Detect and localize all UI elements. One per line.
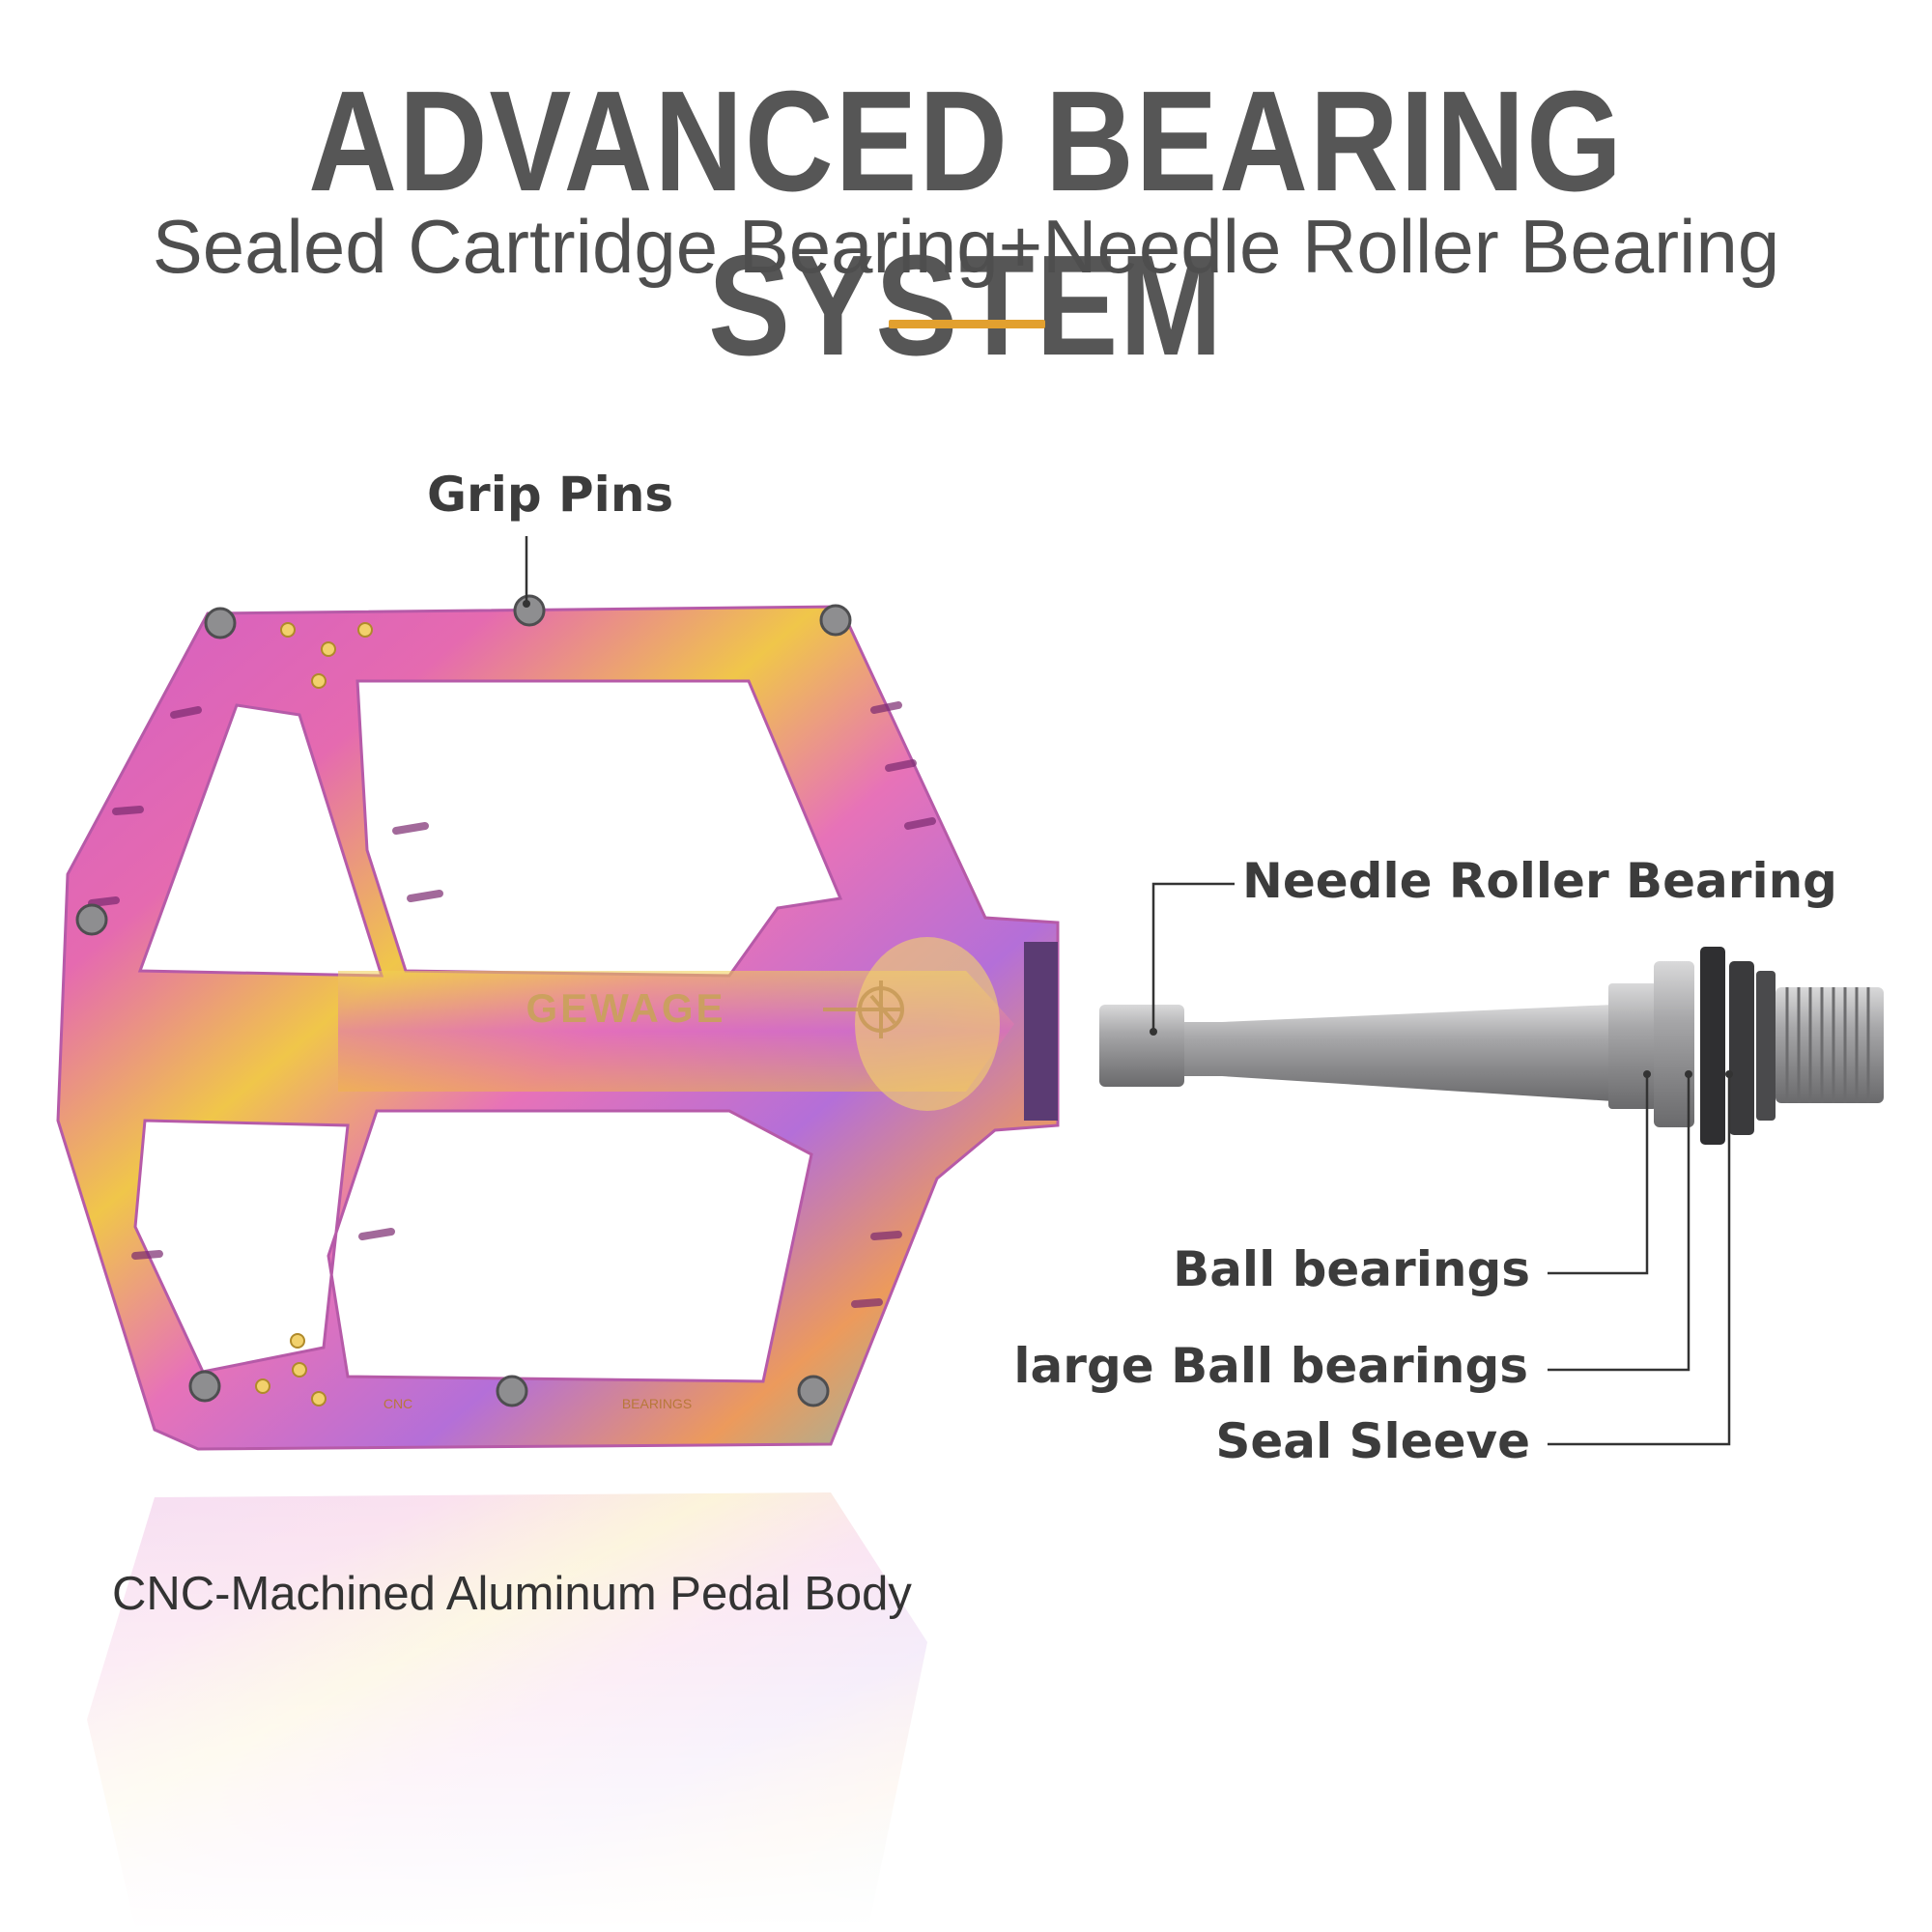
grip-pin: [819, 604, 852, 637]
pedal-spindle: [1099, 947, 1884, 1145]
accent-divider: [889, 320, 1045, 328]
pedal-engraving-right: BEARINGS: [622, 1396, 692, 1411]
brand-logo-icon: [823, 980, 904, 1038]
spindle-thread: [1776, 987, 1884, 1103]
grip-pin: [204, 607, 237, 639]
large-ball-bearings-label: large Ball bearings: [1013, 1338, 1528, 1394]
grip-pin: [496, 1375, 528, 1407]
grip-pins-label: Grip Pins: [427, 467, 674, 523]
ball-bearings-label: Ball bearings: [1173, 1241, 1530, 1297]
pedal-engraving-left: CNC: [384, 1396, 412, 1411]
needle-roller-bearing-label: Needle Roller Bearing: [1242, 853, 1837, 909]
seal-sleeve-label: Seal Sleeve: [1215, 1413, 1530, 1469]
page-title: ADVANCED BEARING SYSTEM: [308, 62, 1624, 385]
grip-pin: [513, 594, 546, 627]
pedal-body-caption: CNC-Machined Aluminum Pedal Body: [112, 1568, 912, 1620]
grip-pin: [797, 1375, 830, 1407]
page-subtitle: Sealed Cartridge Bearing+Needle Roller B…: [152, 204, 1780, 289]
grip-pin: [188, 1370, 221, 1403]
seal-sleeve: [1700, 947, 1776, 1145]
callout-lines: [525, 536, 1731, 1446]
pedal-body: [56, 605, 1060, 1451]
grip-pin: [75, 903, 108, 936]
pedal-brand: GEWAGE: [526, 985, 725, 1031]
